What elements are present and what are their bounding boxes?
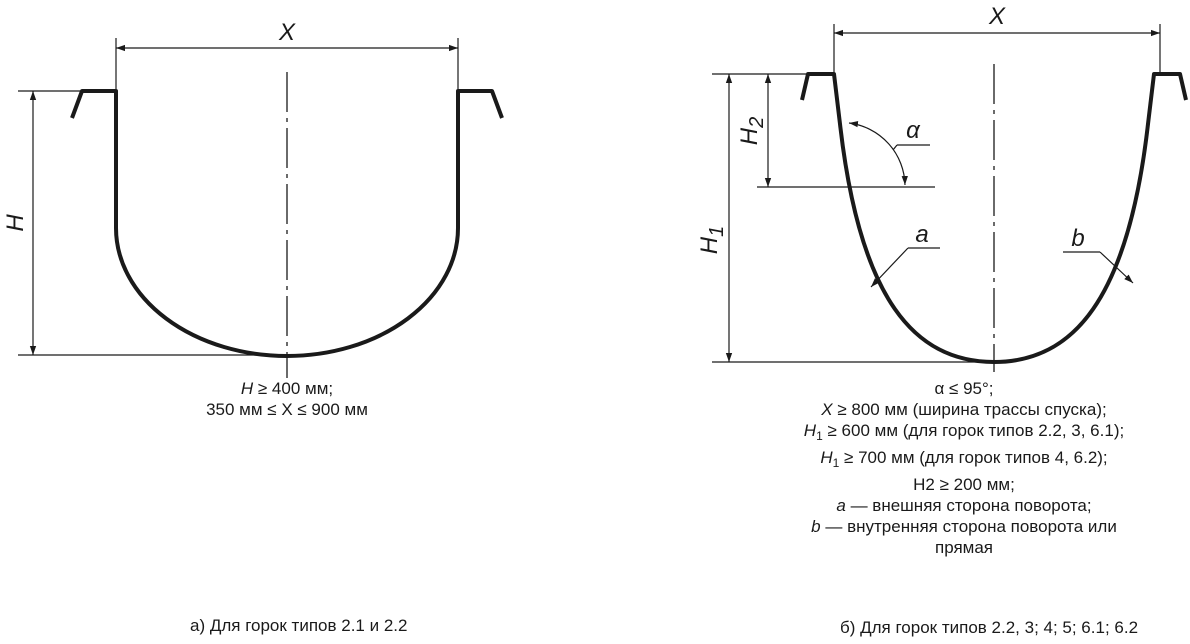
right-angle-label: α xyxy=(906,117,921,144)
condition-line: X ≥ 800 мм (ширина трассы спуска); xyxy=(821,400,1107,419)
right-subfigure-caption: б) Для горок типов 2.2, 3; 4; 5; 6.1; 6.… xyxy=(840,618,1139,637)
condition-line: H ≥ 400 мм; xyxy=(240,379,334,398)
right-side-b-label: b xyxy=(1071,225,1084,252)
right-side-b-leader xyxy=(1099,251,1134,284)
right-height1-label: H1 xyxy=(696,226,728,254)
condition-line: H2 ≥ 200 мм; xyxy=(913,475,1015,494)
condition-line: b — внутренняя сторона поворота или xyxy=(811,517,1117,536)
condition-line: прямая xyxy=(934,538,994,557)
right-profile: X H1 H2 α a b xyxy=(696,3,1188,372)
condition-line: a — внешняя сторона поворота; xyxy=(836,496,1092,515)
right-conditions: α ≤ 95°; X ≥ 800 мм (ширина трассы спуск… xyxy=(748,378,1180,558)
right-height2-label: H2 xyxy=(736,117,768,145)
condition-line: α ≤ 95°; xyxy=(934,379,994,398)
left-height-label: H xyxy=(2,214,29,232)
left-conditions: H ≥ 400 мм; 350 мм ≤ X ≤ 900 мм xyxy=(126,378,448,420)
right-side-a-leader xyxy=(870,247,909,288)
right-side-a-label: a xyxy=(915,221,928,248)
right-angle-arc xyxy=(848,121,908,186)
left-profile: X H xyxy=(2,19,504,378)
condition-line: H1 ≥ 700 мм (для горок типов 4, 6.2); xyxy=(820,448,1108,470)
right-angle-leader-stem xyxy=(892,144,898,151)
condition-line: 350 мм ≤ X ≤ 900 мм xyxy=(206,400,368,419)
right-width-label: X xyxy=(988,3,1006,30)
left-width-label: X xyxy=(278,19,296,46)
left-subfigure-caption: а) Для горок типов 2.1 и 2.2 xyxy=(190,616,408,635)
condition-line: H1 ≥ 600 мм (для горок типов 2.2, 3, 6.1… xyxy=(803,421,1125,443)
